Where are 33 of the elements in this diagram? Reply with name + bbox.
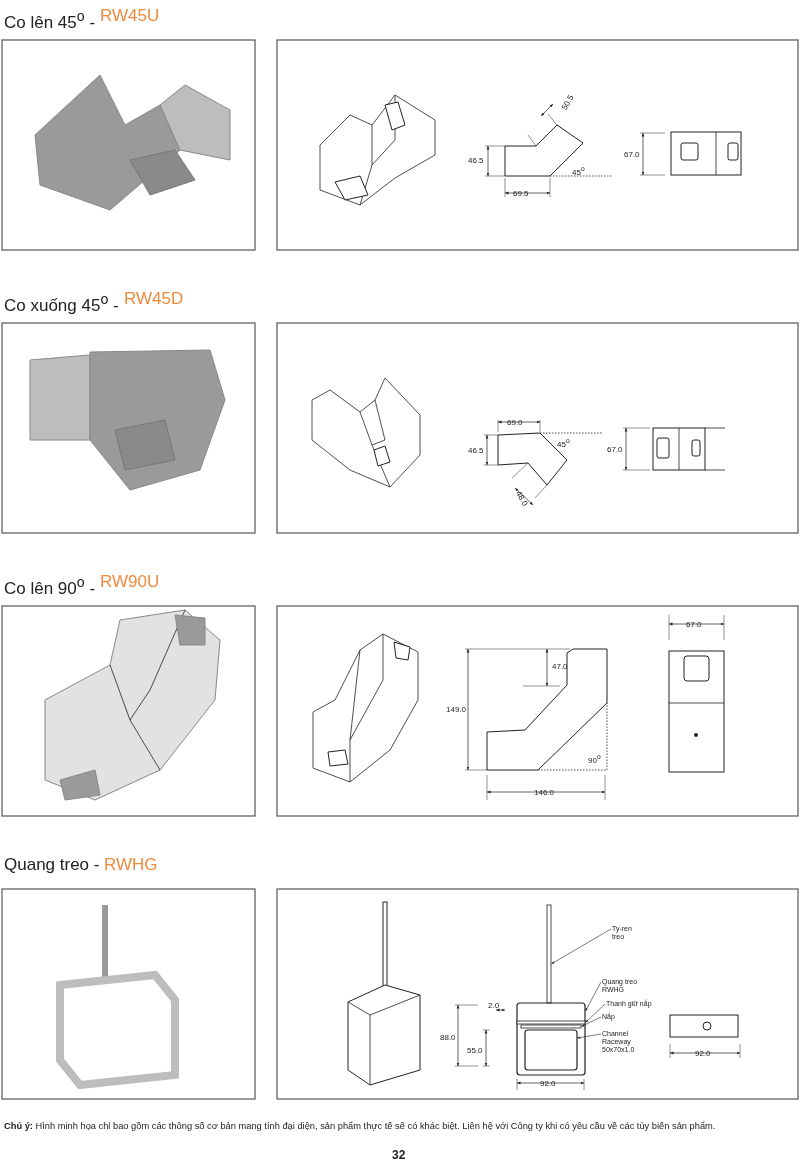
section-heading: Co xuống 45$^{o}$ - [4, 290, 119, 316]
dimension-value: 2.0 [488, 1001, 500, 1010]
dimension-value: 55.0 [467, 1046, 483, 1055]
dimension-value: 67.0 [624, 150, 640, 159]
dimension-value: 45$^{o}$ [572, 164, 585, 177]
hanger-frame [516, 1002, 586, 1076]
dimension-value: 45$^{o}$ [557, 436, 570, 449]
product-code: RW45D [124, 289, 184, 309]
dimension-value: 46.5 [468, 446, 484, 455]
dimension-value: 67.0 [607, 445, 623, 454]
section-heading: Co lên 45$^{o}$ - [4, 7, 96, 33]
section-heading: Co lên 90$^{o}$ - [4, 573, 96, 599]
dimension-value: 88.0 [440, 1033, 456, 1042]
cover-retainer-bar [516, 1020, 586, 1025]
dimension-value: 69.0 [507, 418, 523, 427]
dimension-value: 67.0 [686, 620, 702, 629]
channel-raceway [524, 1029, 578, 1071]
dimension-value: 92.0 [695, 1049, 711, 1058]
dimension-value: 47.0 [552, 662, 568, 671]
section-heading: Quang treo - [4, 855, 100, 875]
dimension-value: 149.0 [446, 705, 467, 714]
page-number: 32 [392, 1151, 406, 1160]
product-code: RW90U [100, 572, 160, 592]
dimension-value: 90$^{o}$ [588, 752, 601, 765]
product-code: RWHG [104, 855, 158, 875]
dimension-value: 46.5 [468, 156, 484, 165]
product-code: RW45U [100, 6, 160, 26]
threaded-rod [546, 904, 552, 1004]
dimension-value: 146.0 [534, 788, 555, 797]
cover-plate [520, 1024, 582, 1029]
note-text: Chú ý: Hình minh họa chỉ bao gồm các thông số cơ bản mang tính đại diện, sản phẩm thực tế sẽ có khác biệt. Liên hệ với Công ty khi có yêu cầu về các tùy biến sản phẩm. [4, 1122, 716, 1131]
dimension-value: 69.5 [513, 189, 529, 198]
dimension-value: 92.0 [540, 1079, 556, 1088]
